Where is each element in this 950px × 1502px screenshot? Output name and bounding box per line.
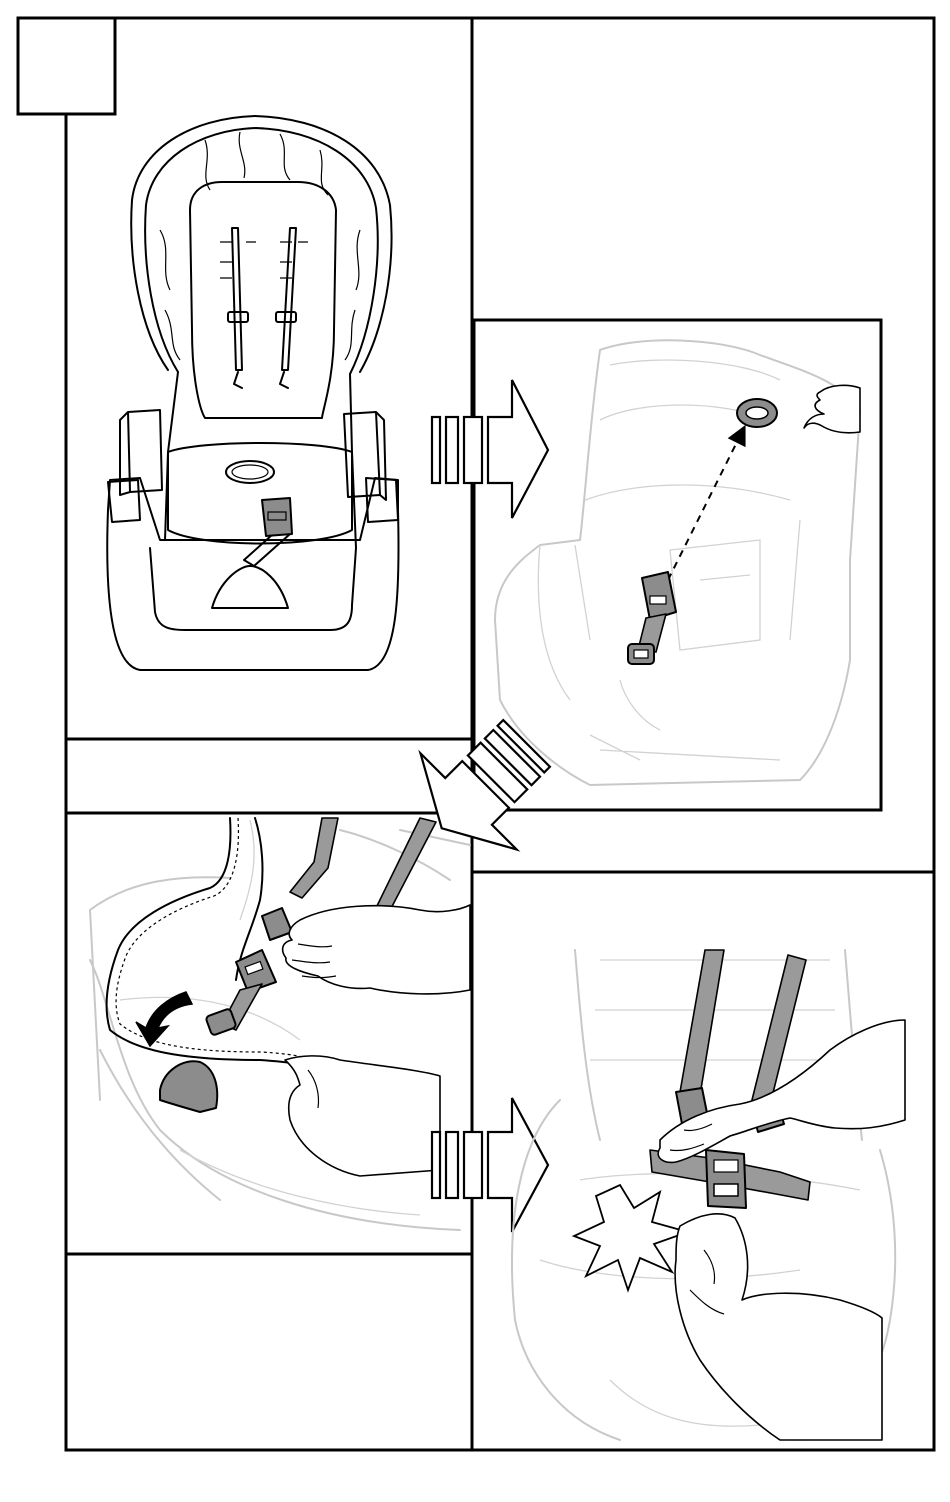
buckle-top-3 bbox=[262, 908, 292, 940]
central-buckle-4 bbox=[706, 1150, 746, 1208]
hand-pulling bbox=[804, 385, 860, 432]
crotch-post bbox=[212, 566, 288, 608]
crotch-post-3 bbox=[160, 1061, 217, 1112]
backrest-shell bbox=[131, 116, 391, 372]
side-walls bbox=[165, 372, 356, 548]
shoulder-strap-left bbox=[220, 228, 256, 388]
hand-lower-4 bbox=[675, 1214, 882, 1440]
arrow-right-2 bbox=[432, 1098, 548, 1232]
outer-frame bbox=[66, 18, 934, 1450]
seat-base-inner bbox=[150, 548, 356, 630]
shoulder-strap-right bbox=[276, 228, 308, 388]
armrest-left-foot bbox=[108, 480, 140, 522]
panel-4-fasten-harness bbox=[512, 950, 905, 1440]
curved-push-arrow bbox=[136, 992, 192, 1046]
strap-adjuster-left bbox=[228, 312, 248, 322]
seat-cushion bbox=[168, 443, 352, 544]
buckle-tongue bbox=[262, 498, 292, 536]
backrest-cushion-edge bbox=[145, 128, 378, 374]
strap-adjuster-3 bbox=[205, 1008, 236, 1036]
panel-3-pull-strap bbox=[90, 818, 470, 1230]
strap-hook-left bbox=[234, 372, 242, 388]
armrest-right-foot bbox=[366, 478, 398, 522]
shoulder-strap-left-3 bbox=[290, 818, 338, 898]
armrest-right bbox=[344, 412, 386, 500]
shoulder-strap-left-4 bbox=[680, 950, 724, 1095]
click-starburst bbox=[574, 1185, 688, 1290]
shoulder-strap-right-3 bbox=[374, 818, 436, 918]
panel-frames bbox=[18, 18, 934, 1450]
hand-upper-3 bbox=[283, 905, 470, 994]
step-number-box bbox=[18, 18, 115, 114]
crotch-slot bbox=[226, 461, 274, 483]
arrow-right-1 bbox=[432, 380, 548, 518]
panel-2-detach-strap bbox=[495, 340, 860, 785]
strap-hook-right bbox=[280, 372, 288, 388]
backrest-pad bbox=[190, 182, 336, 418]
hand-lower-3 bbox=[285, 1056, 440, 1176]
pull-direction-dashed-arrow bbox=[668, 432, 742, 580]
panel-1-seat-overview bbox=[107, 116, 398, 670]
